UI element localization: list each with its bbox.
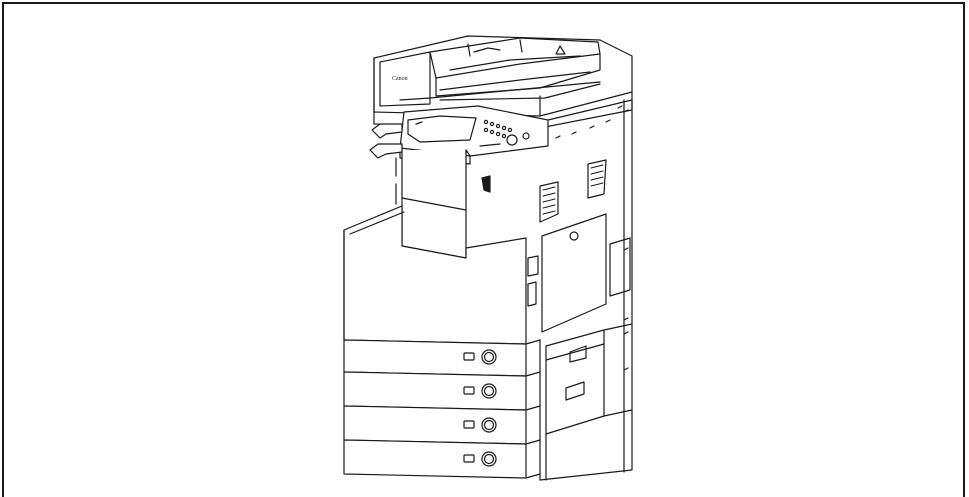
document-feeder: Canon bbox=[373, 35, 633, 129]
cassette-1 bbox=[343, 339, 527, 377]
cassette-2 bbox=[343, 371, 527, 411]
output-trays bbox=[369, 123, 403, 205]
cassette-3 bbox=[343, 405, 527, 445]
cassette-4 bbox=[343, 439, 527, 479]
printer-body bbox=[401, 99, 633, 481]
touch-display bbox=[407, 115, 477, 143]
paper-cassettes bbox=[343, 323, 633, 481]
start-key bbox=[506, 134, 518, 146]
brand-label: Canon bbox=[392, 76, 408, 82]
control-panel bbox=[399, 105, 549, 165]
